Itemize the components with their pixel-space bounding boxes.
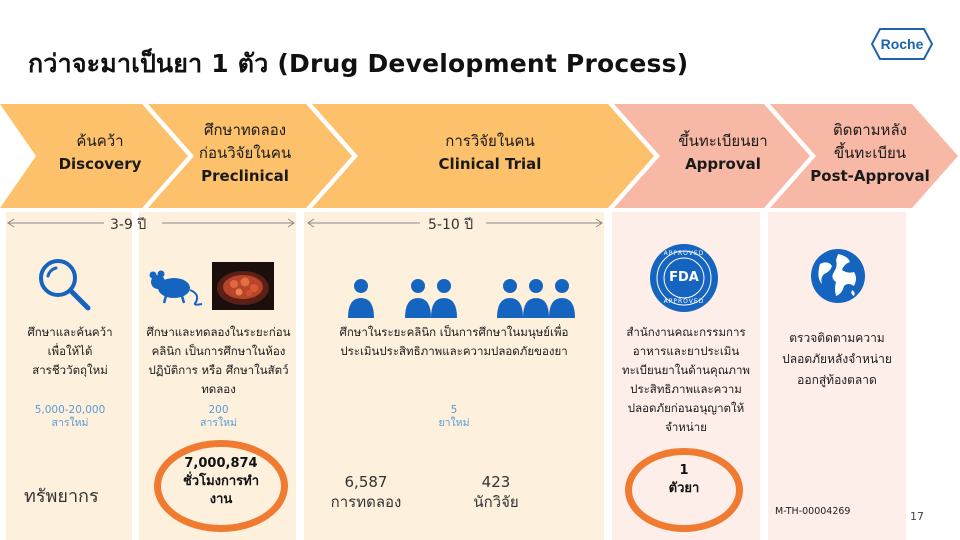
stage-en-clinical: Clinical Trial [438,155,542,173]
petri-dish-photo [212,262,274,310]
count-preclinical-value: 200 [208,404,229,416]
stage-th2-preclinical: ก่อนวิจัยในคน [198,144,292,162]
duration-clinical-label: 5-10 ปี [428,217,474,233]
stage-chevron-clinical [312,104,654,208]
desc-approval-line: ประสิทธิภาพและความ [630,382,742,396]
desc-preclinical-line: ศึกษาและทดลองในระยะก่อน [146,325,291,339]
desc-approval-line: สำนักงานคณะกรรมการ [626,325,746,339]
magnifier-icon [39,259,91,311]
desc-approval: สำนักงานคณะกรรมการ อาหารและยาประเมิน ทะเ… [612,323,760,437]
stage-label-discovery: ค้นคว้า Discovery [40,130,160,176]
desc-approval-line: อาหารและยาประเมิน [632,344,740,358]
desc-discovery-line: เพื่อให้ได้ [47,344,93,358]
people-group-icon [348,279,575,318]
stage-th-discovery: ค้นคว้า [76,132,124,150]
researchers-stat-unit: นักวิจัย [473,493,519,511]
stage-chevron-preclinical [148,104,352,208]
desc-post-approval: ตรวจติดตามความ ปลอดภัยหลังจำหน่าย ออกสู่… [768,328,906,391]
desc-clinical-line: ศึกษาในระยะคลินิก เป็นการศึกษาในมนุษย์เพ… [339,325,569,339]
trials-stat-unit: การทดลอง [330,493,402,511]
document-code: M-TH-00004269 [775,506,851,517]
stage-label-preclinical: ศึกษาทดลอง ก่อนวิจัยในคน Preclinical [180,119,310,188]
drug-highlight-ring [625,448,743,532]
desc-discovery-line: สารชีววัตถุใหม่ [32,363,108,377]
roche-logo: Roche [870,27,934,61]
fda-seal-ring-top: APPROVED [663,250,705,257]
trials-stat-value: 6,587 [344,473,388,491]
desc-post-line: ตรวจติดตามความ [789,331,885,345]
page-number: 17 [910,510,924,523]
desc-preclinical-line: ปฏิบัติการ หรือ ศึกษาในสัตว์ [148,363,289,377]
duration-early-arrow [7,218,295,228]
drug-stat-value: 1 [679,463,689,478]
hours-stat-unit: งาน [209,492,233,507]
count-clinical-value: 5 [450,404,458,416]
stage-th-approval: ขึ้นทะเบียนยา [678,132,768,150]
fda-seal-shape [650,244,718,312]
duration-clinical: 5-10 ปี [306,212,604,234]
researchers-stat-value: 423 [481,473,511,491]
stage-en-approval: Approval [685,155,761,173]
roche-logo-text: Roche [880,36,924,52]
desc-preclinical-line: คลินิก เป็นการศึกษาในห้อง [151,344,286,358]
hours-stat-value: 7,000,874 [184,456,258,471]
drug-stat: 1 ตัวยา [630,462,738,498]
stage-th2-post-approval: ขึ้นทะเบียน [833,144,907,162]
researchers-stat: 423 นักวิจัย [452,472,540,512]
resources-label: ทรัพยากร [24,486,99,507]
desc-discovery-line: ศึกษาและค้นคว้า [27,325,113,339]
desc-post-line: ปลอดภัยหลังจำหน่าย [782,352,892,366]
duration-early-label: 3-9 ปี [110,217,147,233]
hours-highlight-ring [154,440,288,532]
count-discovery-value: 5,000-20,000 [34,404,106,416]
hours-stat-unit: ชั่วโมงการทำ [182,474,260,489]
globe-icon [811,249,865,303]
fda-approved-seal-icon: APPROVED FDA APPROVED [648,242,720,314]
stage-en-discovery: Discovery [58,155,142,173]
mouse-icon [149,270,203,306]
duration-clinical-arrow [307,218,603,228]
column-clinical [304,212,604,540]
count-preclinical-unit: สารใหม่ [200,417,237,429]
stage-label-post-approval: ติดตามหลัง ขึ้นทะเบียน Post-Approval [800,119,940,188]
count-discovery-unit: สารใหม่ [51,417,89,429]
desc-preclinical: ศึกษาและทดลองในระยะก่อน คลินิก เป็นการศึ… [141,323,296,399]
duration-early: 3-9 ปี [6,212,296,234]
desc-clinical-line: ประเมินประสิทธิภาพและความปลอดภัยของยา [340,344,568,358]
desc-discovery: ศึกษาและค้นคว้า เพื่อให้ได้ สารชีววัตถุใ… [8,323,132,380]
desc-preclinical-line: ทดลอง [201,382,236,396]
stage-chevron-post-approval [770,104,958,208]
count-discovery: 5,000-20,000 สารใหม่ [8,404,132,430]
stage-label-clinical: การวิจัยในคน Clinical Trial [420,130,560,176]
roche-logo-hexagon [870,28,934,60]
stage-en-preclinical: Preclinical [201,167,289,185]
count-preclinical: 200 สารใหม่ [141,404,296,430]
desc-clinical: ศึกษาในระยะคลินิก เป็นการศึกษาในมนุษย์เพ… [306,323,602,361]
desc-approval-line: ทะเบียนยาในด้านคุณภาพ [621,363,751,377]
stage-th1-preclinical: ศึกษาทดลอง [203,121,287,139]
stage-label-approval: ขึ้นทะเบียนยา Approval [653,130,793,176]
stage-en-post-approval: Post-Approval [810,167,930,185]
fda-seal-center: FDA [669,270,699,285]
page-title: กว่าจะมาเป็นยา 1 ตัว (Drug Development P… [28,49,689,78]
stage-banner [0,104,958,208]
count-clinical-unit: ยาใหม่ [438,417,470,429]
drug-stat-unit: ตัวยา [668,481,700,496]
desc-approval-line: จำหน่าย [665,420,707,434]
desc-post-line: ออกสู่ท้องตลาด [797,373,877,387]
count-clinical: 5 ยาใหม่ [306,404,602,430]
stage-th1-post-approval: ติดตามหลัง [833,121,907,139]
stage-chevron-discovery [0,104,188,208]
stage-chevron-approval [614,104,810,208]
hours-stat: 7,000,874 ชั่วโมงการทำ งาน [158,455,284,509]
trials-stat: 6,587 การทดลอง [318,472,414,512]
desc-approval-line: ปลอดภัยก่อนอนุญาตให้ [627,401,745,415]
fda-seal-ring-bottom: APPROVED [663,298,705,305]
stage-th-clinical: การวิจัยในคน [445,132,535,150]
